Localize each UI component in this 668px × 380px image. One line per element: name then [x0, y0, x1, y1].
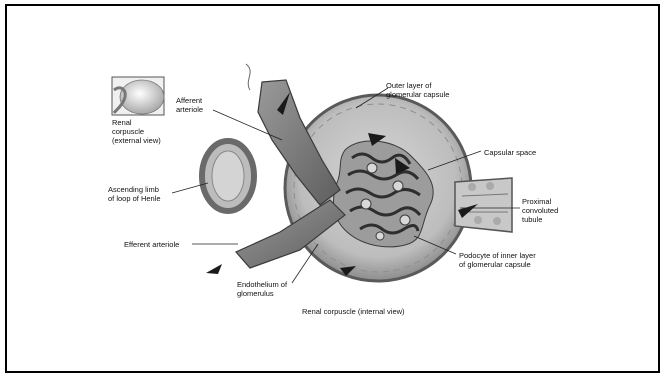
label-podocyte: Podocyte of inner layer of glomerular ca…	[459, 251, 536, 269]
loop-of-henle	[202, 141, 254, 211]
label-afferent-arteriole: Afferent arteriole	[176, 96, 203, 114]
label-outer-layer: Outer layer of glomerular capsule	[386, 81, 449, 99]
proximal-tubule	[455, 178, 512, 232]
label-capsular-space: Capsular space	[484, 148, 536, 157]
label-ascending-limb: Ascending limb of loop of Henle	[108, 185, 161, 203]
label-endothelium: Endothelium of glomerulus	[237, 280, 287, 298]
label-proximal-tubule: Proximal convoluted tubule	[522, 197, 558, 224]
inset-external-view	[112, 77, 164, 115]
diagram-caption: Renal corpuscle (internal view)	[302, 307, 405, 316]
inset-label: Renal corpuscle (external view)	[112, 118, 161, 145]
label-efferent-arteriole: Efferent arteriole	[124, 240, 179, 249]
